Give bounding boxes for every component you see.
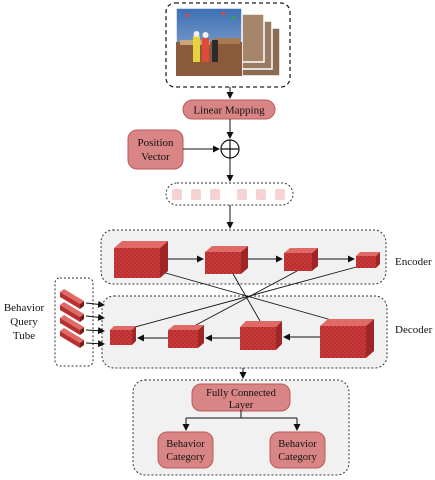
decoder-cube-2	[168, 325, 204, 348]
behavior-category-right-line2: Category	[278, 452, 317, 463]
query-token	[60, 328, 84, 348]
position-vector-block: Position Vector	[127, 129, 184, 170]
position-vector-label-line1: Position	[137, 137, 174, 149]
token	[256, 189, 266, 200]
behavior-category-left-block: Behavior Category	[157, 431, 214, 469]
encoder-cube-1	[114, 241, 168, 278]
linear-mapping-label: Linear Mapping	[193, 105, 265, 117]
video-frame-image	[175, 7, 243, 77]
query-to-decoder-arrows	[85, 300, 105, 348]
encoder-label: Encoder	[395, 256, 432, 268]
decoder-label: Decoder	[395, 324, 433, 336]
input-video-frames	[165, 2, 291, 88]
token	[275, 189, 285, 200]
token	[191, 189, 201, 200]
decoder-cube-1	[110, 326, 136, 345]
embedded-token-sequence	[165, 182, 294, 206]
encoder-cube-2	[205, 246, 248, 274]
position-vector-label-line2: Vector	[141, 151, 170, 163]
linear-mapping-block: Linear Mapping	[182, 99, 276, 120]
behavior-query-tube-label-line2: Query	[10, 316, 38, 328]
behavior-query-tube-label-line3: Tube	[13, 330, 35, 342]
fully-connected-layer-block: Fully Connected Layer	[191, 383, 291, 412]
token	[172, 189, 182, 200]
behavior-category-left-line1: Behavior	[166, 439, 205, 450]
fully-connected-label-line1: Fully Connected	[206, 388, 276, 399]
query-token	[60, 289, 84, 309]
token	[237, 189, 247, 200]
behavior-category-right-block: Behavior Category	[269, 431, 326, 469]
encoder-cube-4	[356, 252, 380, 268]
decoder-cube-3	[240, 321, 282, 350]
encoder-decoder-connections	[123, 265, 361, 331]
query-token	[60, 315, 84, 335]
encoder-cube-3	[284, 248, 318, 271]
behavior-query-tube-label-line1: Behavior	[4, 302, 45, 314]
fc-branch-connector	[186, 411, 297, 419]
behavior-query-tube: Behavior Query Tube	[4, 277, 94, 367]
fully-connected-label-line2: Layer	[229, 400, 254, 411]
token	[210, 189, 220, 200]
query-token	[60, 302, 84, 322]
add-operator-icon	[220, 139, 240, 159]
decoder-cube-4	[320, 319, 374, 358]
behavior-category-right-line1: Behavior	[278, 439, 317, 450]
behavior-category-left-line2: Category	[166, 452, 205, 463]
